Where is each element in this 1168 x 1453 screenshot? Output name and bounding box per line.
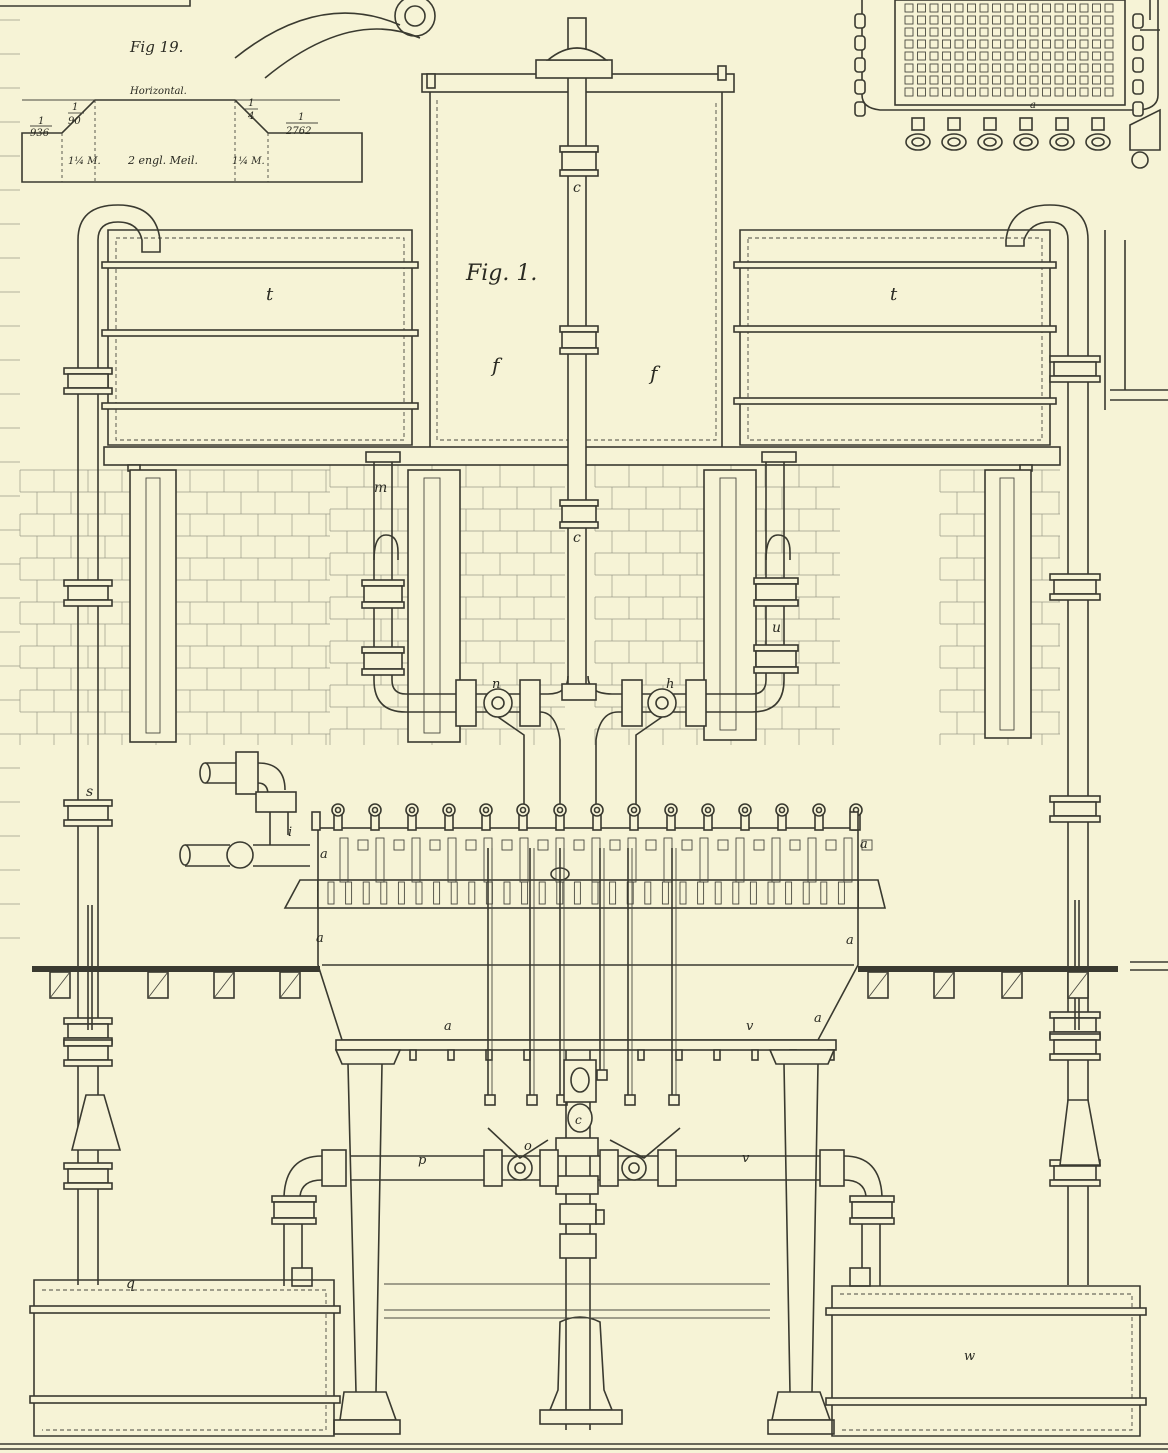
label-a3: a <box>316 931 324 946</box>
wall-slots <box>129 469 1032 743</box>
label-m: m <box>374 480 387 496</box>
label-t-left: t <box>266 284 274 305</box>
left-margin-ruling <box>0 19 20 939</box>
lower-bend-left <box>271 1149 347 1287</box>
pipe-m: m <box>361 451 460 713</box>
label-c-low: c <box>575 1113 582 1127</box>
floor-line <box>32 961 1168 999</box>
pipe-s-left: s <box>63 204 161 1285</box>
svg-text:a: a <box>1030 100 1036 111</box>
label-c-mid: c <box>573 530 581 546</box>
label-i: i <box>288 825 292 840</box>
fig19-left-slope-num: 1 <box>72 102 78 113</box>
fig1-title: Fig. 1. <box>465 261 537 286</box>
fig19-left-ratio-num: 1 <box>38 116 44 127</box>
label-a2: a <box>860 837 868 852</box>
label-a5: a <box>444 1019 452 1034</box>
fig19-middle-length: 2 engl. Meil. <box>127 154 198 167</box>
fig19-gradient-profile: Fig 19. Horizontal. 1 936 1 90 1¼ M. 2 e… <box>21 38 363 183</box>
label-n: n <box>492 677 500 692</box>
fig19-left-slope-den: 90 <box>68 116 81 127</box>
label-f-right: f <box>648 361 661 385</box>
purifier-a: a a a a a a v <box>283 803 887 1061</box>
fig19-left-length: 1¼ M. <box>68 156 101 167</box>
label-v1: v <box>746 1019 754 1034</box>
valve-rods <box>484 848 680 1106</box>
label-u: u <box>772 620 781 636</box>
label-f-left: f <box>490 353 503 377</box>
label-q: q <box>126 1276 135 1292</box>
fig19-right-length: 1¼ M. <box>232 156 265 167</box>
label-s: s <box>86 784 93 800</box>
top-left-fragment <box>0 0 436 79</box>
fig19-left-ratio-den: 936 <box>30 128 50 139</box>
lower-assembly: c p v o <box>350 1050 822 1430</box>
label-t-right: t <box>890 284 898 305</box>
bottom-rails <box>0 1283 1168 1450</box>
label-h: h <box>666 677 674 692</box>
label-c-top: c <box>573 180 581 196</box>
lower-tank-w: w <box>825 1285 1147 1437</box>
grate-top-right: a <box>854 0 1168 410</box>
label-a6: a <box>814 1011 822 1026</box>
label-v2: v <box>742 1151 750 1166</box>
fig19-right-slope-den: 4 <box>247 111 254 122</box>
lower-tank-q: q <box>29 1276 341 1437</box>
fig19-right-slope-num: 1 <box>248 98 254 109</box>
fig19-right-ratio-den: 2762 <box>285 126 311 137</box>
pipe-u: u <box>702 451 799 713</box>
inlet-pipes-i: i <box>179 751 310 869</box>
lower-bend-right <box>819 1149 895 1287</box>
fig19-title: Fig 19. <box>129 38 183 56</box>
label-o: o <box>524 1139 532 1154</box>
central-pipe-c: c c <box>535 17 613 699</box>
tank-t-right: t <box>733 229 1057 446</box>
label-a4: a <box>846 933 854 948</box>
column-left <box>333 1049 402 1435</box>
label-p: p <box>418 1153 427 1168</box>
column-right <box>767 1049 836 1435</box>
pipe-right <box>1005 204 1101 1285</box>
gasometer-f: f f Fig. 1. <box>421 65 735 451</box>
fig19-heading: Horizontal. <box>129 86 187 97</box>
tank-t-left: t <box>101 229 419 446</box>
fig19-right-ratio-num: 1 <box>298 112 304 123</box>
label-a1: a <box>320 847 328 862</box>
valve-manifold: n h <box>455 675 707 805</box>
label-w: w <box>964 1349 975 1364</box>
